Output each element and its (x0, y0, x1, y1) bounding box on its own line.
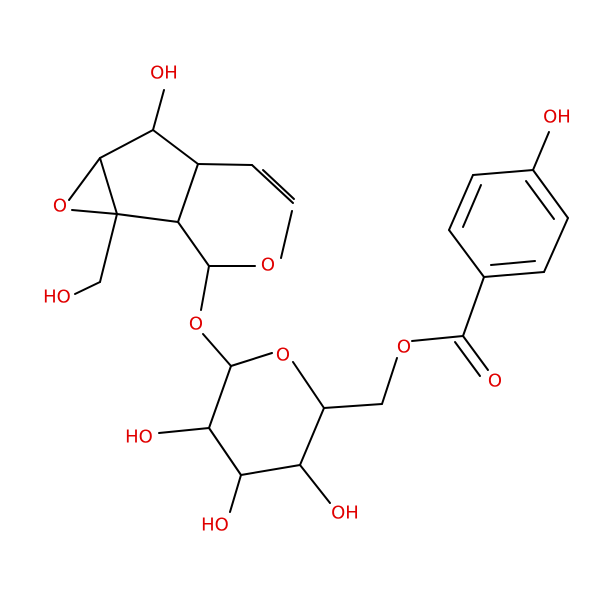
bond-line (532, 131, 550, 171)
bond-line (240, 464, 301, 476)
atom-label-oh-bottom-right: OH (331, 503, 359, 524)
bond-line (299, 464, 331, 504)
atom-label-o-glycoside: O (189, 314, 203, 335)
bond-line (462, 184, 482, 228)
bond-line (525, 180, 555, 220)
bond-line (483, 271, 545, 278)
bond-line (381, 357, 398, 405)
bond-line (71, 209, 118, 215)
bond-line (229, 474, 242, 513)
bond-line (177, 221, 210, 267)
atom-label-o-epoxide: O (53, 196, 67, 217)
bond-line (99, 157, 118, 215)
atom-label-ho-left: HO (125, 427, 153, 448)
bond-line (177, 163, 199, 223)
bond-line (543, 217, 569, 273)
bond-line (280, 210, 293, 259)
bond-line (99, 129, 154, 159)
bond-line (448, 174, 474, 231)
bond-line (448, 229, 485, 278)
bond-line (197, 163, 253, 166)
bond-line (230, 352, 273, 367)
atom-label-layer: OH O HO O O O HO HO OH O O OH (43, 63, 571, 536)
double-bond-line (262, 169, 295, 200)
bond-line (200, 265, 210, 311)
bond-line (532, 169, 569, 219)
bond-line (202, 333, 232, 367)
bond-line (454, 341, 481, 377)
atom-label-o-ring: O (261, 255, 275, 276)
bond-layer (68, 89, 569, 513)
atom-label-oh-phenol: OH (543, 107, 571, 128)
atom-label-oh-top: OH (150, 63, 178, 84)
bond-line (99, 213, 118, 283)
atom-label-ho-bottom: HO (201, 515, 229, 536)
bond-line (68, 157, 101, 201)
bond-line (490, 260, 536, 266)
bond-line (251, 164, 294, 204)
bond-line (74, 281, 101, 295)
bond-line (462, 335, 489, 371)
bond-line (462, 276, 485, 337)
atom-label-o-ester: O (397, 337, 411, 358)
atom-label-o-pyranose: O (276, 345, 290, 366)
bond-line (411, 335, 464, 342)
bond-line (208, 427, 242, 476)
bond-line (152, 129, 199, 165)
bond-line (152, 89, 165, 131)
atom-label-o-carbonyl: O (488, 371, 502, 392)
bond-line (208, 365, 232, 429)
bond-line (323, 403, 383, 409)
bond-line (472, 169, 534, 176)
bond-line (292, 361, 325, 409)
atom-label-ho-methyl: HO (43, 287, 71, 308)
bond-line (158, 427, 210, 434)
bond-line (299, 407, 325, 466)
bond-line (116, 213, 179, 223)
